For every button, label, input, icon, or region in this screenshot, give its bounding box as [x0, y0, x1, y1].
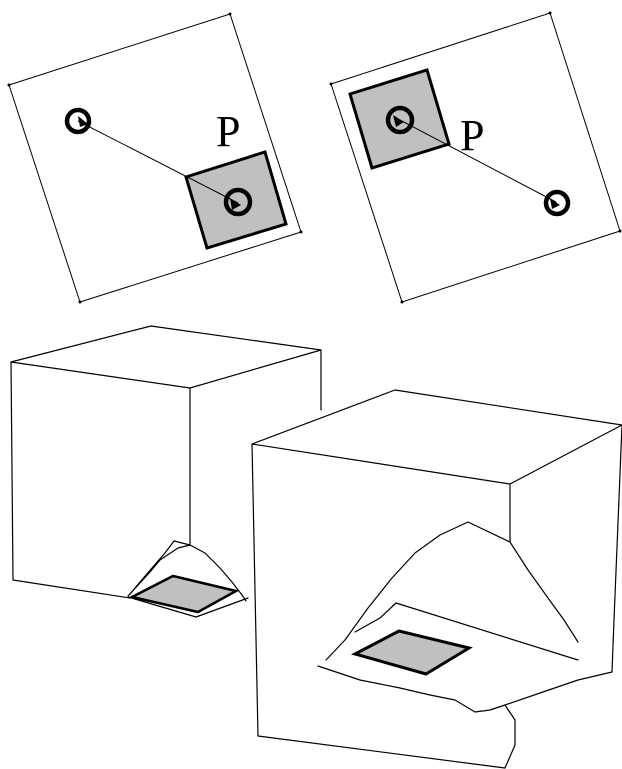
top-right-target-ring: [543, 189, 571, 217]
bottom-right-cube-floor-line: [395, 602, 579, 661]
top-right-target-arrow: [550, 198, 560, 209]
bottom-right-cube-bottom-edge: [257, 735, 506, 769]
bottom-right-cube-cavity-back: [354, 602, 397, 633]
bottom-right-cube-cavity-dome: [325, 521, 579, 661]
bottom-left-cube-plate: [128, 574, 240, 614]
top-right-frame-corner: [400, 300, 404, 304]
bottom-left-cube-cavity-rim: [129, 540, 175, 595]
top-right-label-p: P: [460, 111, 484, 160]
bottom-right-cube-right-edge: [611, 424, 622, 673]
top-left-connector-line: [77, 120, 239, 204]
bottom-left-cube-base: [127, 596, 249, 618]
top-right-connector-line: [399, 119, 557, 203]
top-right-square-plate: [348, 68, 451, 170]
top-left-source-arrow: [78, 116, 88, 127]
top-left-source-ring: [64, 107, 92, 135]
bottom-right-cube-floor-edge: [317, 665, 516, 769]
top-right-frame-corner: [618, 229, 622, 233]
top-left-panel: P: [7, 12, 303, 304]
top-right-frame-corner: [329, 82, 333, 86]
bottom-left-cube-cavity-right: [173, 540, 247, 602]
top-left-square-plate: [184, 150, 288, 250]
top-left-label-p: P: [216, 107, 240, 156]
top-left-frame-corner: [7, 83, 11, 87]
top-left-frame-corner: [299, 230, 303, 234]
top-left-frame-corner: [228, 12, 232, 16]
top-left-target-ring: [223, 187, 253, 217]
top-right-source-ring: [385, 105, 415, 135]
bottom-left-cube-left-edge: [10, 361, 131, 599]
bottom-right-cube-top-face: [251, 389, 622, 485]
top-right-panel: P: [329, 11, 622, 304]
top-left-target-arrow: [230, 198, 241, 210]
bottom-left-cube: [10, 325, 322, 618]
bottom-right-cube-plate: [350, 629, 473, 676]
top-right-frame-corner: [548, 11, 552, 15]
top-left-frame-corner: [78, 300, 82, 304]
bottom-left-cube-top-face: [10, 325, 322, 389]
bottom-right-cube-cut-edge: [504, 671, 613, 706]
bottom-right-cube-left-edge: [251, 443, 259, 737]
top-right-source-arrow: [393, 115, 404, 127]
bottom-right-cube: [251, 389, 622, 769]
